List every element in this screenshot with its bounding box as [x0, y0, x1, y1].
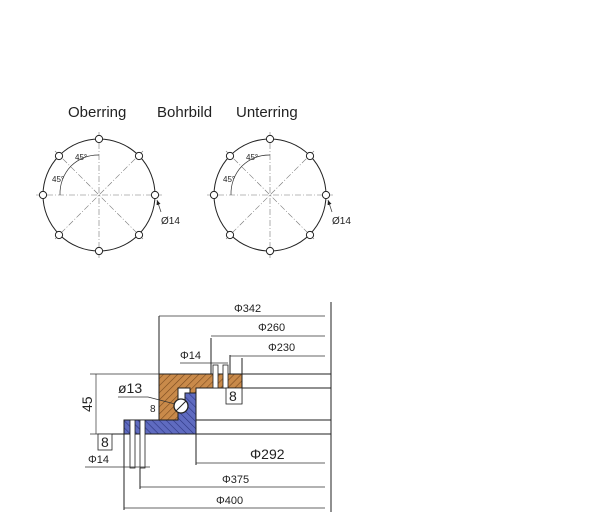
- dim-13: ø13: [118, 380, 142, 396]
- title-unterring: Unterring: [236, 104, 298, 121]
- bolt-hole: [54, 151, 64, 161]
- angle-label: 45°: [75, 153, 87, 162]
- dim-342: Φ342: [234, 303, 261, 315]
- bolt-hole: [305, 230, 315, 240]
- bolt-hole: [94, 246, 104, 256]
- hole-diameter-label: Ø14: [161, 216, 180, 227]
- svg-text:8: 8: [150, 404, 156, 415]
- bolt-hole: [225, 230, 235, 240]
- dim-230: Φ230: [268, 342, 295, 354]
- angle-label: 45°: [52, 175, 64, 184]
- angle-label: 45°: [246, 153, 258, 162]
- bolt-hole: [38, 190, 48, 200]
- bolt-hole: [225, 151, 235, 161]
- dim-292: Φ292: [250, 446, 285, 462]
- hole-diameter-label: Ø14: [332, 216, 351, 227]
- angle-label: 45°: [223, 175, 235, 184]
- dim-45: 45: [79, 396, 95, 412]
- bolt-hole: [209, 190, 219, 200]
- bolt-hole: [265, 246, 275, 256]
- bolt-hole: [134, 230, 144, 240]
- bolt-hole: [150, 190, 160, 200]
- cross-section: Φ342 Φ260 Φ230 Φ14 45 ø13 8 8 8 Φ14 Φ292…: [79, 302, 332, 512]
- dim-8-right: 8: [229, 388, 237, 404]
- bolt-hole: [321, 190, 331, 200]
- dim-375: Φ375: [222, 474, 249, 486]
- bolt-hole: [265, 134, 275, 144]
- bolt-pattern-unterring: 45° 45° Ø14: [207, 132, 351, 258]
- bolt-hole: [134, 151, 144, 161]
- bolt-hole: [305, 151, 315, 161]
- bolt-hole: [54, 230, 64, 240]
- dim-8-left: 8: [101, 434, 109, 450]
- bolt-hole: [94, 134, 104, 144]
- title-oberring: Oberring: [68, 104, 126, 121]
- dim-400: Φ400: [216, 495, 243, 507]
- dim-260: Φ260: [258, 322, 285, 334]
- dim-14-bottom: Φ14: [88, 454, 109, 466]
- dim-14-top: Φ14: [180, 350, 201, 362]
- bolt-pattern-oberring: 45° 45° Ø14: [36, 132, 180, 258]
- title-bohrbild: Bohrbild: [157, 104, 212, 121]
